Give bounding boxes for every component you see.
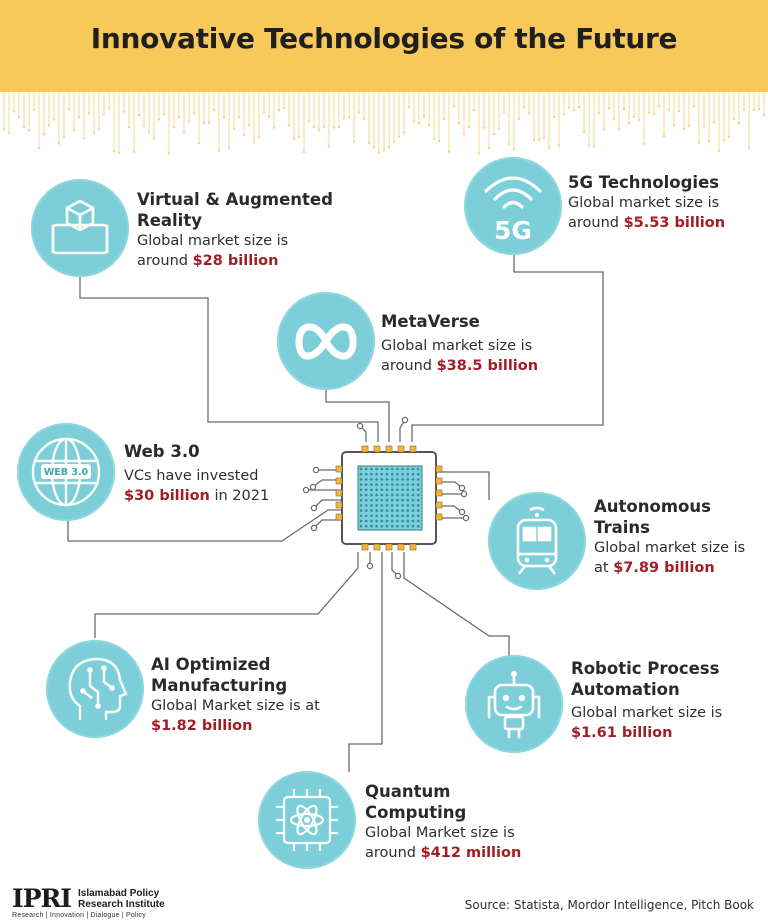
web3-text: Web 3.0 VCs have invested $30 billion in… bbox=[124, 441, 334, 506]
rpa-description: Global market size is $1.61 billion bbox=[571, 705, 723, 741]
fiveg-circle: 5G bbox=[464, 157, 562, 255]
web3-icon-label: WEB 3.0 bbox=[44, 467, 89, 478]
metaverse-description: Global market size is around $38.5 billi… bbox=[381, 338, 539, 374]
web3-title: Web 3.0 bbox=[124, 442, 200, 461]
ai-text: AI Optimized Manufacturing Global Market… bbox=[151, 654, 351, 736]
5g-signal-icon: 5G bbox=[484, 176, 542, 245]
logo-org-name: Islamabad Policy Research Institute bbox=[78, 888, 165, 910]
page-title: Innovative Technologies of the Future bbox=[90, 22, 678, 55]
ai-title: AI Optimized Manufacturing bbox=[151, 655, 288, 695]
logo-tagline: Research | Innovation | Dialogue | Polic… bbox=[12, 912, 146, 919]
ai-description: Global Market size is at $1.82 billion bbox=[151, 698, 320, 734]
header-drip-pattern bbox=[2, 92, 766, 155]
infinity-icon bbox=[295, 323, 357, 360]
metaverse-title: MetaVerse bbox=[381, 312, 480, 331]
trains-circle bbox=[488, 492, 586, 590]
metaverse-circle bbox=[277, 292, 375, 390]
rpa-title: Robotic Process Automation bbox=[571, 659, 720, 699]
vr-title: Virtual & Augmented Reality bbox=[137, 190, 333, 230]
source-note: Source: Statista, Mordor Intelligence, P… bbox=[464, 898, 754, 912]
vr-value: $28 billion bbox=[192, 253, 279, 269]
web3-circle: WEB 3.0 bbox=[17, 423, 115, 521]
metaverse-value: $38.5 billion bbox=[436, 358, 539, 374]
quantum-value: $412 million bbox=[420, 845, 522, 861]
fiveg-description: Global market size is around $5.53 billi… bbox=[568, 195, 726, 231]
fiveg-value: $5.53 billion bbox=[623, 215, 726, 231]
vr-circle bbox=[31, 179, 129, 277]
header-banner bbox=[0, 0, 768, 92]
atom-chip-icon bbox=[276, 789, 338, 851]
rpa-circle bbox=[465, 655, 563, 753]
vr-headset-icon bbox=[51, 199, 109, 255]
metaverse-text: MetaVerse Global market size is around $… bbox=[381, 311, 581, 376]
processor-chip bbox=[335, 445, 443, 551]
fiveg-text: 5G Technologies Global market size is ar… bbox=[568, 172, 758, 233]
vr-description: Global market size is around $28 billion bbox=[137, 233, 289, 269]
fiveg-title: 5G Technologies bbox=[568, 173, 720, 192]
globe-icon: WEB 3.0 bbox=[31, 437, 101, 507]
trains-title: Autonomous Trains bbox=[594, 497, 711, 537]
quantum-title: Quantum Computing bbox=[365, 782, 467, 822]
robot-icon bbox=[487, 671, 541, 739]
ai-value: $1.82 billion bbox=[151, 718, 253, 734]
vr-text: Virtual & Augmented Reality Global marke… bbox=[137, 189, 367, 271]
quantum-description: Global Market size is around $412 millio… bbox=[365, 825, 522, 861]
web3-value: $30 billion bbox=[124, 488, 210, 504]
logo-wordmark: IPRI bbox=[12, 884, 72, 913]
quantum-circle bbox=[258, 771, 356, 869]
ai-circle bbox=[46, 640, 144, 738]
train-icon bbox=[516, 506, 558, 575]
quantum-text: Quantum Computing Global Market size is … bbox=[365, 781, 565, 863]
rpa-value: $1.61 billion bbox=[571, 725, 673, 741]
trains-value: $7.89 billion bbox=[613, 560, 715, 576]
rpa-text: Robotic Process Automation Global market… bbox=[571, 658, 761, 743]
ai-head-icon bbox=[68, 657, 128, 720]
web3-description: VCs have invested $30 billion in 2021 bbox=[124, 468, 270, 504]
trains-description: Global market size is at $7.89 billion bbox=[594, 540, 746, 576]
trains-text: Autonomous Trains Global market size is … bbox=[594, 496, 764, 578]
svg-text:5G: 5G bbox=[494, 216, 532, 245]
